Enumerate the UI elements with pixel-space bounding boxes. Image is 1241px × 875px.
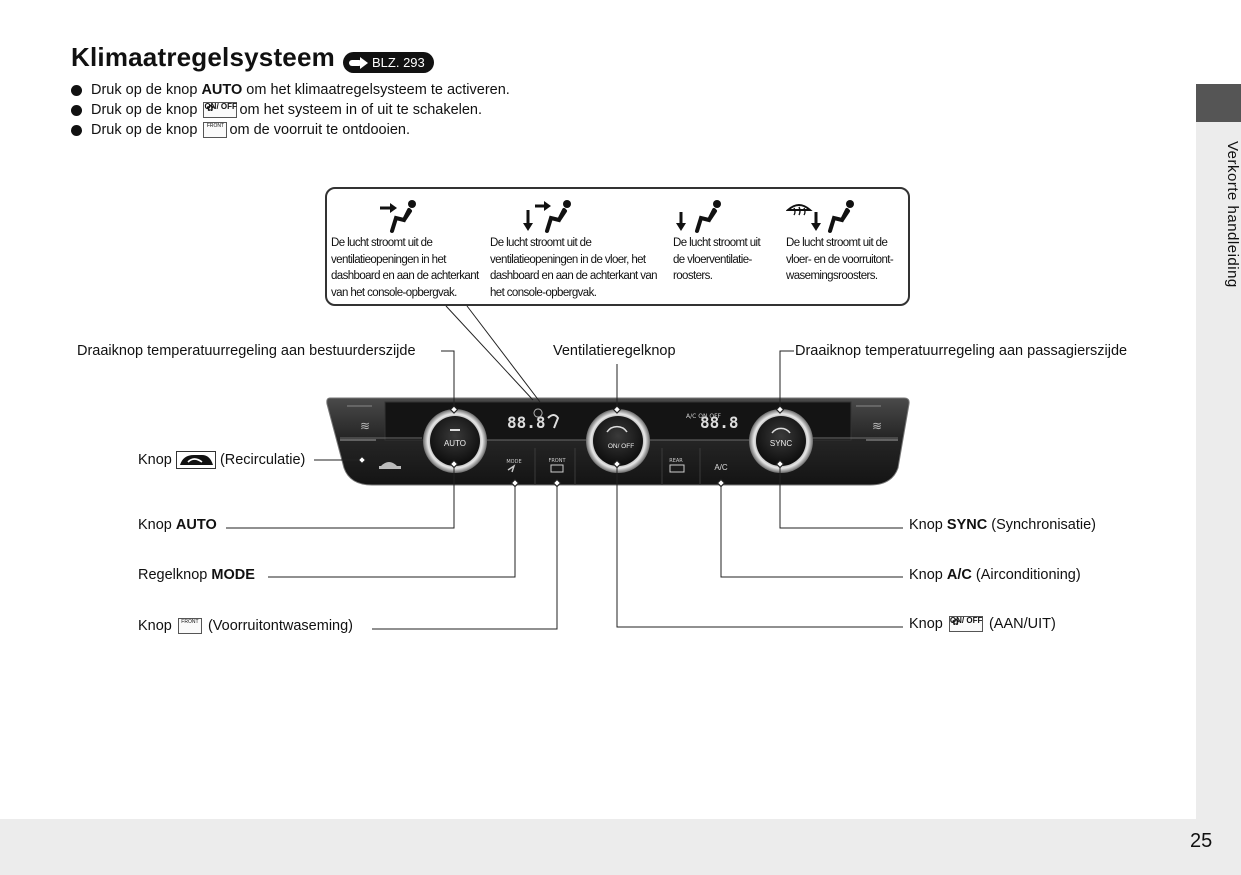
ac-button-callout: Knop A/C (Airconditioning) (909, 567, 1081, 583)
bullet-icon (71, 84, 82, 96)
mode-description-floor-dash: De lucht stroomt uit de ventilatieopenin… (490, 237, 658, 299)
dash-vent-mode-icon (380, 200, 416, 233)
arrow-right-icon (349, 56, 369, 69)
bullet-icon (71, 124, 82, 136)
ac-button-label: A/C (714, 463, 728, 472)
mode-description-floor-defrost: De lucht stroomt uit de vloer- en de voo… (786, 237, 894, 282)
floor-vent-mode-icon (676, 200, 721, 233)
driver-temp-knob-callout: Draaiknop temperatuurregeling aan bestuu… (77, 343, 416, 359)
floor-defrost-mode-icon (786, 200, 854, 233)
bullet-icon (71, 104, 82, 116)
list-item: Druk op de knop FRONT om de voorruit te … (71, 120, 510, 140)
onoff-button-callout: Knop ON/ OFF (AAN/UIT) (909, 616, 1056, 633)
section-tab-label[interactable]: Verkorte handleiding (1224, 140, 1241, 288)
rear-button-label: REAR (669, 458, 683, 464)
page-number: 25 (1190, 830, 1213, 852)
recirculation-icon (175, 451, 216, 469)
passenger-temp-knob-callout: Draaiknop temperatuurregeling aan passag… (795, 343, 1128, 359)
mode-button-label: MODE (506, 459, 521, 465)
recirculation-button-callout: Knop (Recirculatie) (138, 451, 306, 469)
page-reference-label: BLZ. 293 (372, 55, 425, 70)
mode-description-box (325, 187, 910, 306)
floor-dash-vent-mode-icon (523, 200, 571, 233)
front-defrost-button-callout: Knop FRONT (Voorruitontwaseming) (138, 618, 354, 635)
list-item: Druk op de knop ON/ OFF om het systeem i… (71, 100, 510, 120)
front-button-label: FRONT (548, 458, 566, 464)
page-reference-link[interactable]: BLZ. 293 (343, 52, 434, 73)
mode-button-callout: Regelknop MODE (138, 567, 255, 583)
auto-keyword: AUTO (201, 82, 243, 98)
front-defrost-icon: FRONT (203, 122, 228, 138)
svg-text:≋: ≋ (872, 419, 882, 433)
onoff-knob-label: ON/ OFF (608, 443, 634, 450)
fan-control-knob-callout: Ventilatieregelknop (553, 343, 676, 359)
sync-button-callout: Knop SYNC (Synchronisatie) (909, 517, 1096, 533)
mode-description-floor: De lucht stroomt uit de vloerventilatie-… (673, 237, 761, 282)
page-title: Klimaatregelsysteem (71, 42, 335, 72)
list-item: Druk op de knop AUTO om het klimaatregel… (71, 80, 510, 100)
front-defrost-icon: FRONT (177, 618, 202, 635)
side-strip (1196, 122, 1241, 819)
section-tab-marker (1196, 84, 1241, 122)
auto-knob-label: AUTO (444, 439, 466, 448)
sync-knob-label: SYNC (770, 439, 792, 448)
instruction-list: Druk op de knop AUTO om het klimaatregel… (71, 80, 510, 140)
fan-onoff-icon: ON/ OFF (203, 102, 238, 118)
ac-indicator: A/C ON OFF (686, 413, 722, 420)
mode-description-dash: De lucht stroomt uit de ventilatieopenin… (331, 237, 479, 299)
fan-onoff-icon: ON/ OFF (948, 616, 983, 633)
footer-band (0, 819, 1241, 875)
svg-text:≋: ≋ (360, 419, 370, 433)
auto-button-callout: Knop AUTO (138, 517, 217, 533)
passenger-temp-display: 88.8 (700, 413, 739, 432)
driver-temp-display: 88.8 (507, 413, 546, 432)
